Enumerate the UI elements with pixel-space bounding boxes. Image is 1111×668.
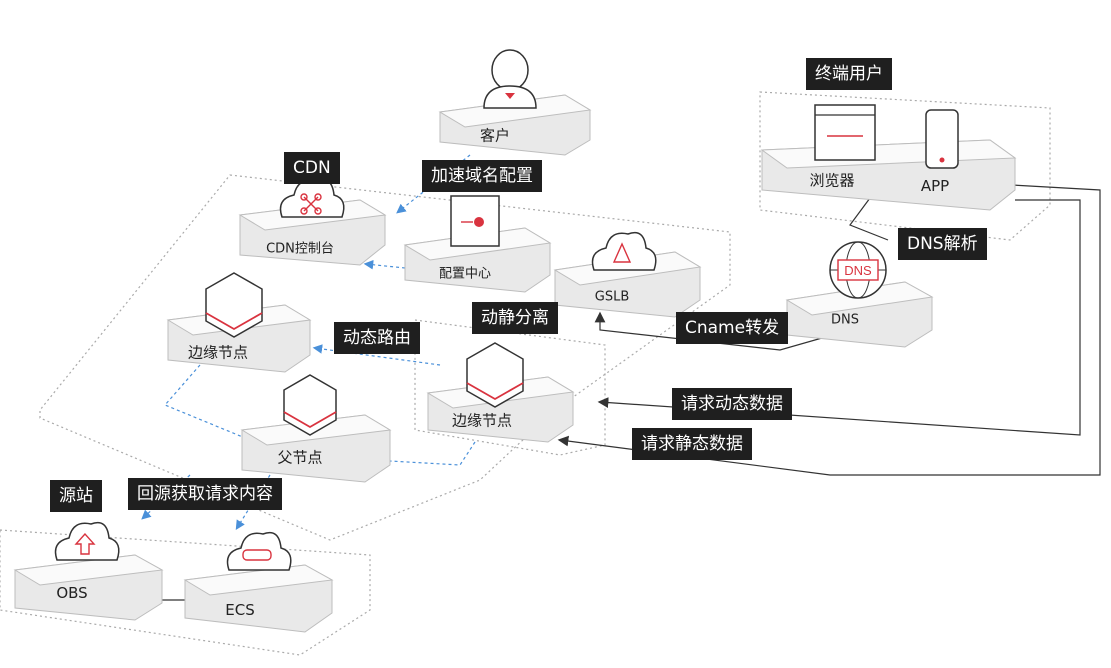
cdn-group-tag: CDN [284,152,340,184]
cname-forward-tag: Cname转发 [676,312,789,344]
dns-badge-text: DNS [844,263,872,278]
edge-to-parent-arrow [369,441,476,466]
ecs-box [183,564,334,633]
edge-node-left-hexagon-icon [205,272,263,338]
customer-label: 客户 [479,126,511,145]
request-dynamic-line [597,199,1081,436]
ecs-label: ECS [225,601,255,619]
config-doc-icon [450,195,500,247]
edge-node-center-hexagon-icon [466,342,524,408]
parent-node-hexagon-icon [283,374,337,436]
dns-globe-icon: DNS [829,241,887,299]
end-user-box [760,139,1017,211]
group-outlines [0,91,1051,656]
obs-label: OBS [56,584,88,602]
obs-upload-cloud-icon [54,521,120,561]
console-config-arrow [363,259,406,270]
edge-left-to-parent-line [163,364,251,441]
dynamic-static-separation-tag: 动静分离 [472,302,558,334]
obs-box [13,554,164,621]
browser-label: 浏览器 [809,171,855,190]
gslb-cloud-icon [591,231,657,271]
dns-label: DNS [831,312,859,328]
accel-domain-config-tag: 加速域名配置 [422,160,542,192]
phone-icon [925,109,959,169]
request-static-line [557,184,1101,476]
cdn-console-label: CDN控制台 [266,241,334,257]
user-icon [483,49,537,109]
browser-window-icon [814,104,876,161]
origin-group-tag: 源站 [50,480,102,512]
browser-to-dns-line [849,197,889,241]
request-static-tag: 请求静态数据 [632,428,752,460]
gslb-label: GSLB [594,289,630,305]
cdn-cloud-icon [279,178,345,218]
dynamic-routing-tag: 动态路由 [334,322,420,354]
request-dynamic-tag: 请求动态数据 [672,388,792,420]
cdn-group-outline [39,174,731,541]
parent-node-label: 父节点 [277,448,323,467]
back-to-origin-tag: 回源获取请求内容 [128,478,282,510]
edge-node-left-label: 边缘节点 [187,343,249,362]
config-center-label: 配置中心 [438,266,492,282]
dns-resolution-tag: DNS解析 [898,228,987,260]
app-label: APP [920,177,950,195]
edge-node-center-label: 边缘节点 [451,411,513,430]
end-user-group-tag: 终端用户 [806,58,892,90]
ecs-server-cloud-icon [226,531,292,571]
